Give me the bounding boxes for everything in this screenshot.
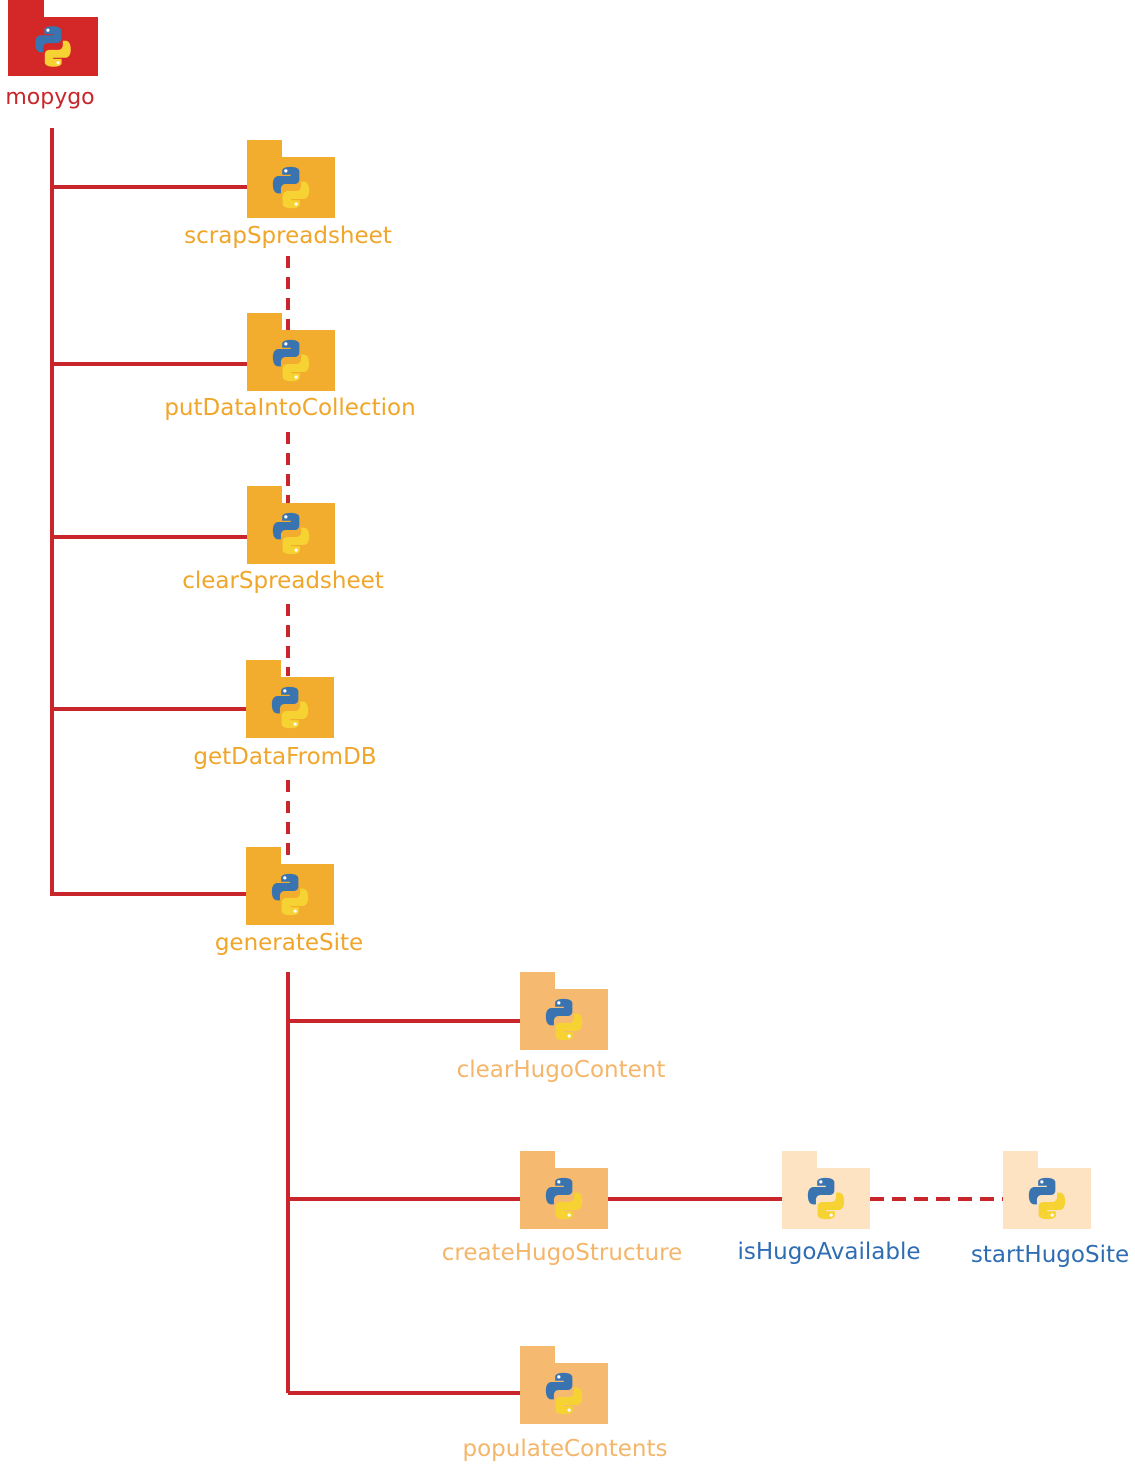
connector-lines: [50, 128, 1003, 1395]
python-folder-icon: [247, 313, 335, 391]
label-scrapSpreadsheet: scrapSpreadsheet: [184, 223, 392, 249]
node-populateContents: populateContents: [463, 1346, 668, 1462]
node-clearSpreadsheet: clearSpreadsheet: [182, 486, 384, 594]
node-scrapSpreadsheet: scrapSpreadsheet: [184, 140, 392, 249]
node-clearHugoContent: clearHugoContent: [457, 972, 666, 1083]
node-mopygo: mopygo: [5, 0, 98, 110]
python-folder-icon: [520, 1346, 608, 1424]
label-clearSpreadsheet: clearSpreadsheet: [182, 568, 384, 594]
label-startHugoSite: startHugoSite: [971, 1242, 1129, 1268]
label-mopygo: mopygo: [5, 85, 94, 110]
python-folder-icon: [1003, 1151, 1091, 1229]
label-createHugoStructure: createHugoStructure: [442, 1240, 683, 1266]
folder-nodes: mopygo scrapSpreadsheet putDataIntoCollect…: [5, 0, 1129, 1462]
node-getDataFromDB: getDataFromDB: [193, 660, 377, 770]
python-folder-icon: [8, 0, 98, 76]
node-generateSite: generateSite: [215, 847, 363, 956]
python-folder-icon: [246, 847, 334, 925]
label-generateSite: generateSite: [215, 930, 363, 956]
python-folder-icon: [520, 1151, 608, 1229]
label-getDataFromDB: getDataFromDB: [193, 744, 376, 770]
python-folder-icon: [520, 972, 608, 1050]
label-clearHugoContent: clearHugoContent: [457, 1057, 666, 1083]
label-populateContents: populateContents: [463, 1436, 668, 1462]
node-startHugoSite: startHugoSite: [971, 1151, 1129, 1268]
python-folder-icon: [247, 486, 335, 564]
python-folder-icon: [246, 660, 334, 738]
python-folder-icon: [247, 140, 335, 218]
node-isHugoAvailable: isHugoAvailable: [737, 1151, 921, 1265]
label-isHugoAvailable: isHugoAvailable: [737, 1239, 920, 1265]
python-folder-icon: [782, 1151, 870, 1229]
node-createHugoStructure: createHugoStructure: [442, 1151, 683, 1266]
label-putDataIntoCollection: putDataIntoCollection: [164, 395, 415, 421]
node-putDataIntoCollection: putDataIntoCollection: [164, 313, 416, 421]
